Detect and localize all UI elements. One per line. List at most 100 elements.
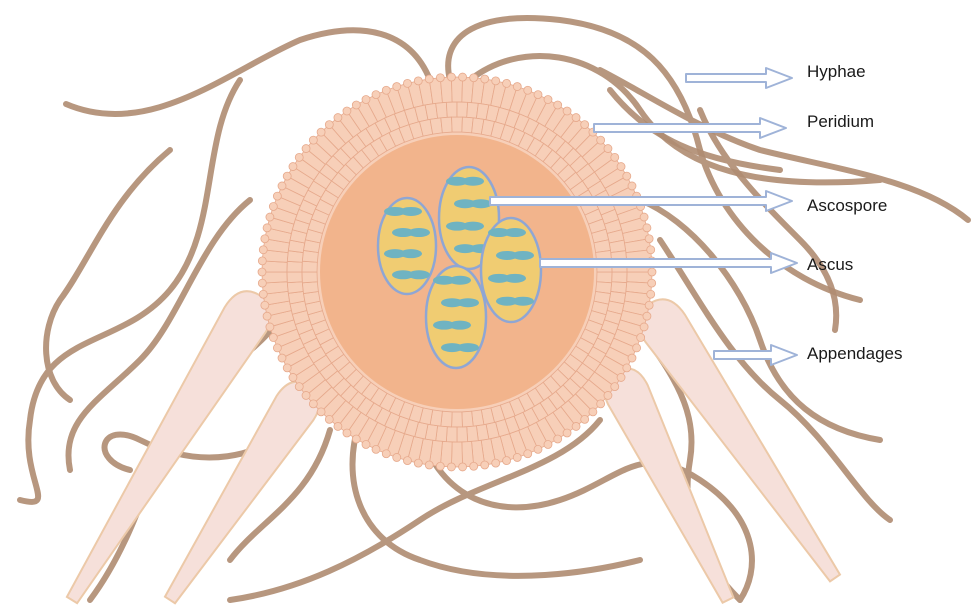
peridium-cell [446,102,457,117]
ascospore [408,270,430,279]
peridium-edge-cell [278,354,286,362]
ascospore [504,274,526,283]
peridium-edge-cell [640,213,648,221]
peridium-edge-cell [623,364,631,372]
peridium-edge-cell [628,182,636,190]
peridium-edge-cell [436,74,444,82]
peridium-cell [467,426,479,442]
peridium-edge-cell [414,459,422,467]
peridium-edge-cell [283,364,291,372]
ascospore [512,297,534,306]
peridium-edge-cell [261,301,269,309]
peridium-edge-cell [372,445,380,453]
ascospore [400,207,422,216]
label-appendages: Appendages [807,344,902,363]
hypha-front-2 [700,110,836,330]
ascospore [462,177,484,186]
peridium-edge-cell [492,77,500,85]
peridium-edge-cell [563,429,571,437]
peridium-edge-cell [436,462,444,470]
peridium-cell [302,282,318,294]
peridium-edge-cell [334,114,342,122]
peridium-edge-cell [325,121,333,129]
peridium-edge-cell [470,462,478,470]
peridium-edge-cell [403,457,411,465]
peridium-edge-cell [447,463,455,471]
peridium-edge-cell [362,96,370,104]
peridium-edge-cell [372,91,380,99]
peridium-edge-cell [544,440,552,448]
peridium-edge-cell [572,422,580,430]
peridium-edge-cell [263,224,271,232]
peridium-cell [441,117,452,133]
peridium-edge-cell [261,235,269,243]
ascospore [512,251,534,260]
peridium-edge-cell [266,323,274,331]
peridium-edge-cell [269,202,277,210]
peridium-cell [457,102,468,117]
ascospore [462,222,484,231]
peridium-edge-cell [258,257,266,265]
peridium-edge-cell [581,415,589,423]
peridium-edge-cell [295,383,303,391]
peridium-edge-cell [425,461,433,469]
peridium-edge-cell [343,429,351,437]
peridium-edge-cell [645,301,653,309]
peridium-edge-cell [289,163,297,171]
label-hyphae: Hyphae [807,62,866,81]
peridium-edge-cell [269,334,277,342]
peridium-edge-cell [554,435,562,443]
peridium-edge-cell [623,172,631,180]
ascospore [449,276,471,285]
hypha-7 [46,150,170,400]
peridium-edge-cell [278,182,286,190]
peridium-edge-cell [513,453,521,461]
peridium-edge-cell [611,153,619,161]
ascus-4 [426,266,486,368]
peridium-edge-cell [617,163,625,171]
peridium-edge-cell [492,459,500,467]
peridium-edge-cell [470,74,478,82]
peridium-edge-cell [572,114,580,122]
peridium-edge-cell [524,450,532,458]
peridium-edge-cell [597,136,605,144]
peridium-edge-cell [352,435,360,443]
peridium-cell [462,411,473,427]
peridium-edge-cell [481,75,489,83]
label-ascus: Ascus [807,255,853,274]
peridium-edge-cell [643,312,651,320]
peridium-edge-cell [317,128,325,136]
arrow-hyphae-icon [686,68,792,88]
ascospore [457,343,479,352]
peridium-cell [287,261,302,272]
ascospore [470,199,492,208]
peridium-cell [452,117,463,132]
ascospore [504,228,526,237]
peridium-edge-cell [289,373,297,381]
peridium-edge-cell [425,75,433,83]
peridium-edge-cell [325,415,333,423]
peridium-edge-cell [295,153,303,161]
peridium-edge-cell [604,391,612,399]
peridium-cell [446,427,457,442]
peridium-edge-cell [637,334,645,342]
peridium-edge-cell [648,279,656,287]
peridium-edge-cell [263,312,271,320]
peridium-cell [287,272,302,283]
ascus-3 [481,218,541,322]
ascus-1 [378,198,436,294]
peridium-edge-cell [393,453,401,461]
peridium-cell [472,410,484,426]
ascospore [400,249,422,258]
peridium-edge-cell [524,86,532,94]
peridium-edge-cell [503,457,511,465]
peridium-cell [436,102,448,118]
arrow-appendages-icon [714,345,797,365]
peridium-edge-cell [317,408,325,416]
label-peridium: Peridium [807,112,874,131]
peridium-edge-cell [640,323,648,331]
peridium-edge-cell [563,107,571,115]
ascospore [408,228,430,237]
peridium-edge-cell [302,145,310,153]
